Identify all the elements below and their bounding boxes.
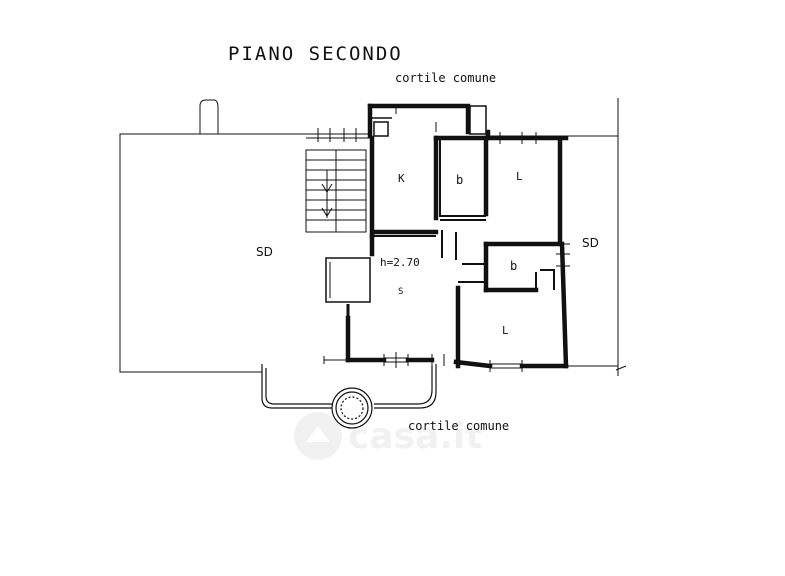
right-area-label: SD — [582, 236, 599, 250]
service-shaft — [372, 105, 487, 137]
lift-room — [325, 257, 371, 318]
staircase — [305, 149, 367, 233]
interior-partitions — [374, 138, 555, 290]
courtyard-label-bottom: cortile comune — [408, 419, 509, 433]
watermark-text: casa.it — [348, 416, 483, 457]
plan-title: PIANO SECONDO — [228, 43, 403, 65]
left-terrace-outline — [119, 99, 318, 373]
room-label-bath-top: b — [456, 173, 463, 187]
left-area-label: SD — [256, 245, 273, 259]
watermark: casa.it — [294, 412, 483, 460]
room-label-bath-mid: b — [510, 259, 517, 273]
room-label-bedroom-bottom: L — [502, 324, 509, 337]
courtyard-label-top: cortile comune — [395, 71, 496, 85]
room-label-living: S — [398, 287, 403, 297]
room-label-bedroom-top: L — [516, 170, 523, 183]
apartment-walls — [345, 103, 569, 369]
window-marks — [306, 104, 570, 372]
ceiling-height-label: h=2.70 — [380, 256, 420, 269]
bottom-balcony — [261, 364, 437, 429]
room-label-kitchen: K — [398, 172, 405, 185]
